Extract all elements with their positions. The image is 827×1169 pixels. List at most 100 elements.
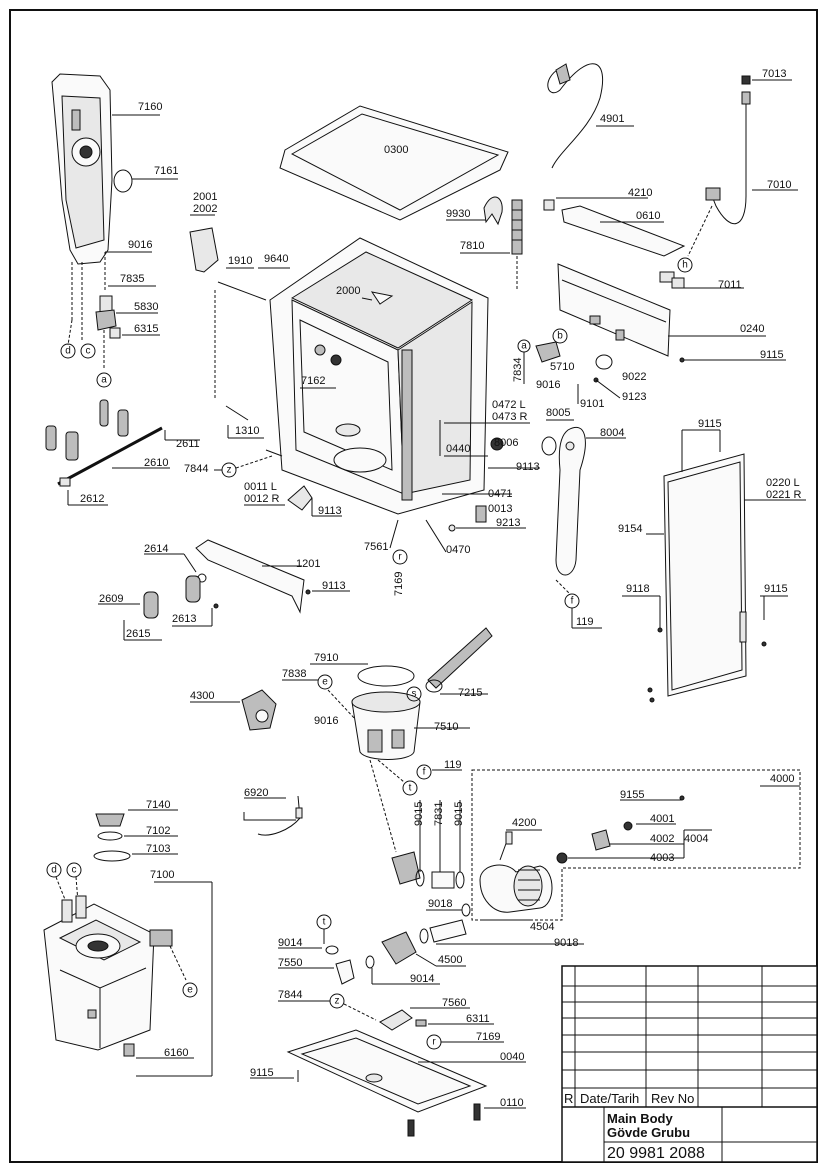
label-7160: 7160	[138, 101, 162, 113]
label-9155: 9155	[620, 789, 644, 801]
part-0240-panel	[557, 263, 685, 357]
label-9115-d: 9115	[250, 1067, 274, 1079]
part-7013	[741, 75, 751, 85]
label-7910: 7910	[314, 652, 338, 664]
part-7510-sump	[351, 691, 421, 760]
label-5830: 5830	[134, 301, 158, 313]
part-1201-rail	[195, 539, 305, 614]
part-0220-door-panel	[663, 453, 747, 697]
label-9016-b: 9016	[536, 379, 560, 391]
label-7140: 7140	[146, 799, 170, 811]
label-4003: 4003	[650, 852, 674, 864]
label-7103: 7103	[146, 843, 170, 855]
label-7102: 7102	[146, 825, 170, 837]
label-7560: 7560	[442, 997, 466, 1009]
part-2000-tub	[269, 237, 489, 515]
part-4300-dispenser	[241, 689, 277, 731]
label-0221: 0221 R	[766, 489, 802, 501]
part-9930-clip	[483, 196, 503, 226]
svg-text:a: a	[521, 341, 527, 352]
label-4002: 4002	[650, 833, 674, 845]
part-4500-tube	[429, 919, 467, 943]
title-rev-marker: R	[564, 1091, 573, 1106]
label-8006: 8006	[494, 437, 518, 449]
label-7844-a: 7844	[184, 463, 208, 475]
callout-z-2	[329, 993, 345, 1009]
label-0240: 0240	[740, 323, 764, 335]
label-0470: 0470	[446, 544, 470, 556]
part-7160-housing	[51, 73, 160, 265]
label-7215: 7215	[458, 687, 482, 699]
label-9115-b: 9115	[698, 418, 722, 430]
part-8005-ring	[541, 436, 557, 456]
part-7550-elbow	[335, 959, 355, 985]
part-2001-bracket	[189, 227, 219, 273]
label-6315: 6315	[134, 323, 158, 335]
label-2614: 2614	[144, 543, 168, 555]
label-2610: 2610	[144, 457, 168, 469]
label-7161: 7161	[154, 165, 178, 177]
label-7810: 7810	[460, 240, 484, 252]
part-6920-sensor	[243, 812, 296, 821]
label-0610: 0610	[636, 210, 660, 222]
callout-h	[677, 257, 693, 273]
label-7010: 7010	[767, 179, 791, 191]
label-0040: 0040	[500, 1051, 524, 1063]
label-9016-c: 9016	[314, 715, 338, 727]
label-7844-b: 7844	[278, 989, 302, 1001]
group-4000-box	[471, 769, 801, 921]
label-0220: 0220 L	[766, 477, 800, 489]
label-9113-b: 9113	[516, 461, 540, 473]
label-9015-b: 9015	[453, 802, 465, 826]
label-9018-b: 9018	[554, 937, 578, 949]
label-9016-a: 9016	[128, 239, 152, 251]
label-9115-c: 9115	[764, 583, 788, 595]
part-0040-base-tray	[286, 1029, 488, 1113]
svg-text:r: r	[398, 552, 402, 563]
label-4901: 4901	[600, 113, 624, 125]
svg-text:t: t	[323, 917, 326, 928]
callout-d-2	[46, 862, 62, 878]
sheet-border	[9, 9, 818, 1163]
part-5830-valve	[95, 309, 117, 331]
label-4004: 4004	[684, 833, 708, 845]
callout-b	[552, 328, 568, 344]
part-7140-cap	[95, 809, 178, 827]
svg-text:c: c	[86, 346, 91, 357]
part-4500-pump-part	[381, 931, 417, 965]
label-1310: 1310	[235, 425, 259, 437]
label-4200: 4200	[512, 817, 536, 829]
label-7831: 7831	[433, 802, 445, 826]
label-0471: 0471	[488, 488, 512, 500]
label-7169-a: 7169	[393, 572, 405, 596]
callout-a	[96, 372, 112, 388]
label-9115-a: 9115	[760, 349, 784, 361]
part-7103-ring	[93, 850, 131, 862]
part-7810-hose	[511, 199, 523, 255]
label-7550: 7550	[278, 957, 302, 969]
label-4001: 4001	[650, 813, 674, 825]
label-9640: 9640	[264, 253, 288, 265]
label-5710: 5710	[550, 361, 574, 373]
part-7910-seal	[357, 665, 415, 687]
label-4504: 4504	[530, 921, 554, 933]
callout-c-2	[66, 862, 82, 878]
drawing-number: 20 9981 2088	[607, 1145, 705, 1162]
label-2609: 2609	[99, 593, 123, 605]
callout-d	[60, 343, 76, 359]
label-7834: 7834	[512, 358, 524, 382]
label-9018-a: 9018	[428, 898, 452, 910]
title-tr: Gövde Grubu	[607, 1125, 690, 1140]
svg-text:s: s	[412, 689, 417, 700]
callout-z	[221, 462, 237, 478]
part-7831-elbow	[391, 851, 465, 889]
label-9101: 9101	[580, 398, 604, 410]
callout-r	[392, 549, 408, 565]
svg-text:e: e	[322, 677, 328, 688]
label-0300: 0300	[384, 144, 408, 156]
part-0300-top-cover	[279, 105, 509, 221]
label-7510: 7510	[434, 721, 458, 733]
svg-text:b: b	[557, 331, 563, 342]
part-1310	[225, 405, 249, 421]
